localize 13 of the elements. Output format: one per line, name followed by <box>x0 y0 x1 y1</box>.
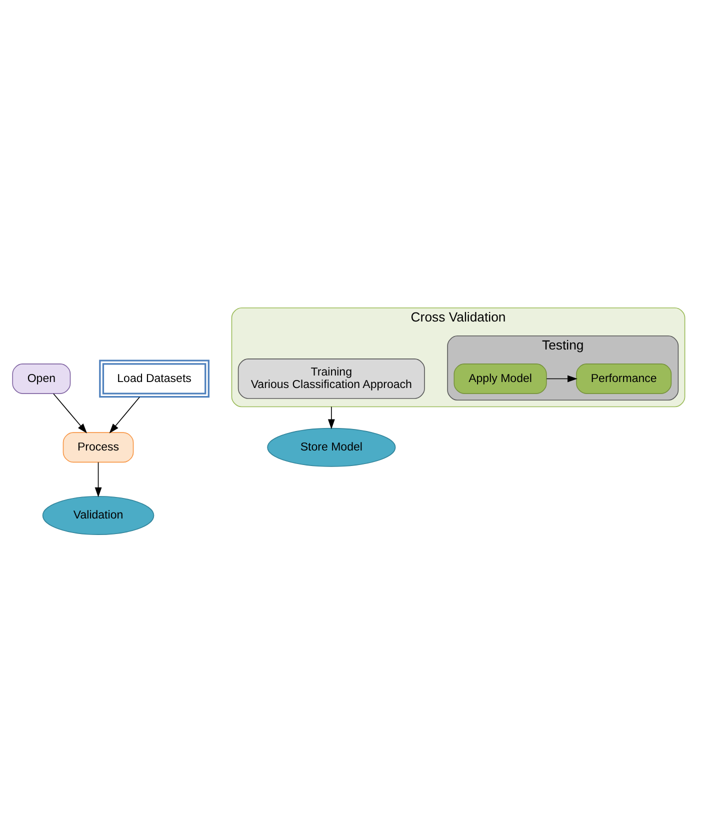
arrow <box>94 462 102 498</box>
node-ellipse: Validation <box>42 496 154 535</box>
node-box: Performance <box>576 363 672 394</box>
node-box: Load Datasets <box>99 360 210 398</box>
node-ellipse: Store Model <box>267 428 396 467</box>
arrow <box>109 396 140 434</box>
node-box: Apply Model <box>454 363 547 394</box>
arrow <box>53 393 88 434</box>
node-box: Open <box>12 363 71 394</box>
arrow <box>328 406 335 430</box>
arrow <box>546 375 578 382</box>
node-box: Training Various Classification Approach <box>238 358 425 399</box>
node-box: Process <box>62 432 134 463</box>
